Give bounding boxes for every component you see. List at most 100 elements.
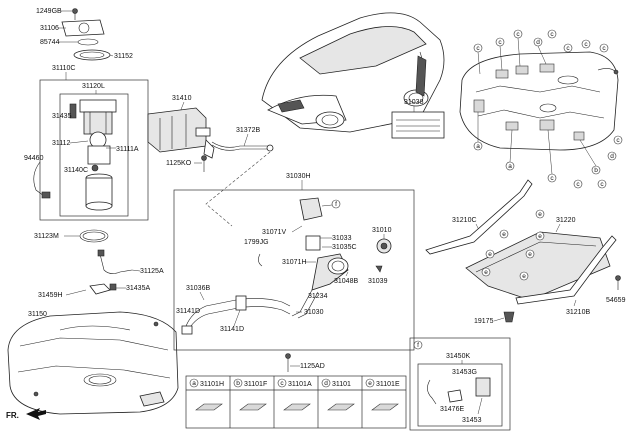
label-31150: 31150	[28, 311, 47, 318]
label-31410: 31410	[172, 95, 192, 102]
bolt-1125ad	[285, 353, 291, 359]
legend-pad-a	[195, 403, 223, 411]
svg-text:c: c	[616, 137, 620, 144]
label-31372b: 31372B	[236, 127, 260, 134]
legend-callout-a	[189, 378, 199, 388]
legend-letter-d: d	[324, 380, 328, 387]
pad-c-1	[495, 69, 509, 79]
svg-text:e: e	[538, 233, 542, 240]
legend-letter-e: e	[368, 380, 372, 387]
legend-part-c: 31101A	[288, 381, 312, 388]
strap-31210c	[425, 179, 533, 255]
svg-text:b: b	[594, 167, 598, 174]
pump-reservoir	[85, 177, 113, 207]
canister-group: 31410 1125KO 31372B	[147, 95, 274, 172]
label-31030h: 31030H	[286, 173, 311, 180]
tank-pads-view: c c c d c c c c a a c c b c d c	[459, 29, 623, 189]
legend-part-d: 31101	[332, 381, 351, 388]
label-31038: 31038	[404, 99, 424, 106]
svg-text:c: c	[602, 45, 606, 52]
filler-assembly-box	[173, 189, 415, 351]
svg-text:a: a	[508, 163, 512, 170]
label-1125ad: 1125AD	[300, 363, 325, 370]
label-31210b: 31210B	[566, 309, 590, 316]
pump-body	[83, 111, 113, 135]
svg-text:e: e	[538, 211, 542, 218]
label-94460: 94460	[24, 155, 44, 162]
ring-85744	[77, 38, 99, 46]
lock-ring-31152	[73, 49, 111, 61]
svg-text:c: c	[516, 31, 520, 38]
label-1125ko: 1125KO	[166, 160, 192, 167]
label-31435a: 31435A	[126, 285, 150, 292]
svg-text:e: e	[488, 251, 492, 258]
svg-text:c: c	[576, 181, 580, 188]
label-31141d-2: 31141D	[220, 326, 244, 333]
legend-letter-a: a	[192, 380, 196, 387]
label-31110c: 31110C	[52, 65, 75, 72]
clip-31039	[375, 265, 383, 273]
bolt-19175	[503, 311, 515, 323]
label-31111a: 31111A	[116, 146, 139, 153]
fuel-pump-module-group: 1249GB 31106 85744 31152 31110C 31120L	[24, 8, 149, 221]
pad-d-1	[539, 63, 555, 73]
svg-text:c: c	[550, 175, 554, 182]
svg-text:f: f	[335, 201, 337, 208]
label-31120l: 31120L	[82, 83, 105, 90]
pump-assembly-box	[59, 93, 129, 217]
label-19175: 19175	[474, 318, 494, 325]
fuel-sender-31435	[69, 103, 77, 119]
svg-text:e: e	[522, 273, 526, 280]
label-31106: 31106	[40, 25, 59, 32]
label-31071h: 31071H	[282, 259, 307, 266]
pump-module-bracket	[39, 79, 149, 221]
label-1249gb: 1249GB	[36, 8, 62, 15]
legend-callout-d	[321, 378, 331, 388]
wiring-94460	[33, 161, 45, 197]
pad-c-3	[573, 131, 585, 141]
svg-text:d: d	[536, 39, 540, 46]
svg-text:e: e	[484, 269, 488, 276]
harness-31453g	[427, 379, 437, 405]
svg-text:c: c	[600, 181, 604, 188]
fuel-door-marker	[415, 55, 427, 97]
svg-text:d: d	[610, 153, 614, 160]
label-31010: 31010	[372, 227, 392, 234]
vehicle-illustration	[261, 12, 445, 133]
gasket-31123m	[79, 229, 109, 243]
legend-cell-c: c 31101A	[277, 378, 312, 411]
callouts-top-right: c c c d c c c c a a c c b c d c	[473, 29, 623, 189]
label-31033: 31033	[332, 235, 352, 242]
valve-31033	[305, 235, 321, 251]
clip-1799jg	[258, 253, 263, 267]
screw-1249gb	[72, 8, 78, 14]
legend-callout-e	[365, 378, 375, 388]
legend-part-e: 31101E	[376, 381, 400, 388]
fuel-tank-31150	[7, 311, 179, 415]
pad-c-2	[515, 65, 529, 75]
label-31453: 31453	[462, 417, 482, 424]
inset-f-group: f 31450K 31453G 31476E 31453	[409, 337, 511, 431]
svg-text:c: c	[498, 39, 502, 46]
vapor-hose-31372b	[211, 141, 268, 148]
label-31459h: 31459H	[38, 292, 63, 299]
label-31234: 31234	[308, 293, 328, 300]
tank-pump-opening	[83, 373, 117, 387]
legend-pad-c	[283, 403, 311, 411]
inset-f-frame	[409, 337, 511, 431]
connector-31459h	[89, 283, 111, 295]
legend-letter-c: c	[280, 380, 284, 387]
label-31123m: 31123M	[34, 233, 59, 240]
svg-text:e: e	[528, 251, 532, 258]
cover-plate-31106	[61, 19, 105, 37]
label-31152: 31152	[114, 53, 133, 60]
label-31039: 31039	[368, 278, 388, 285]
valve-31453	[475, 377, 491, 397]
sticker-31038-group: 31038	[391, 99, 445, 139]
bolt-54659	[615, 275, 621, 281]
label-31140c: 31140C	[64, 167, 88, 174]
